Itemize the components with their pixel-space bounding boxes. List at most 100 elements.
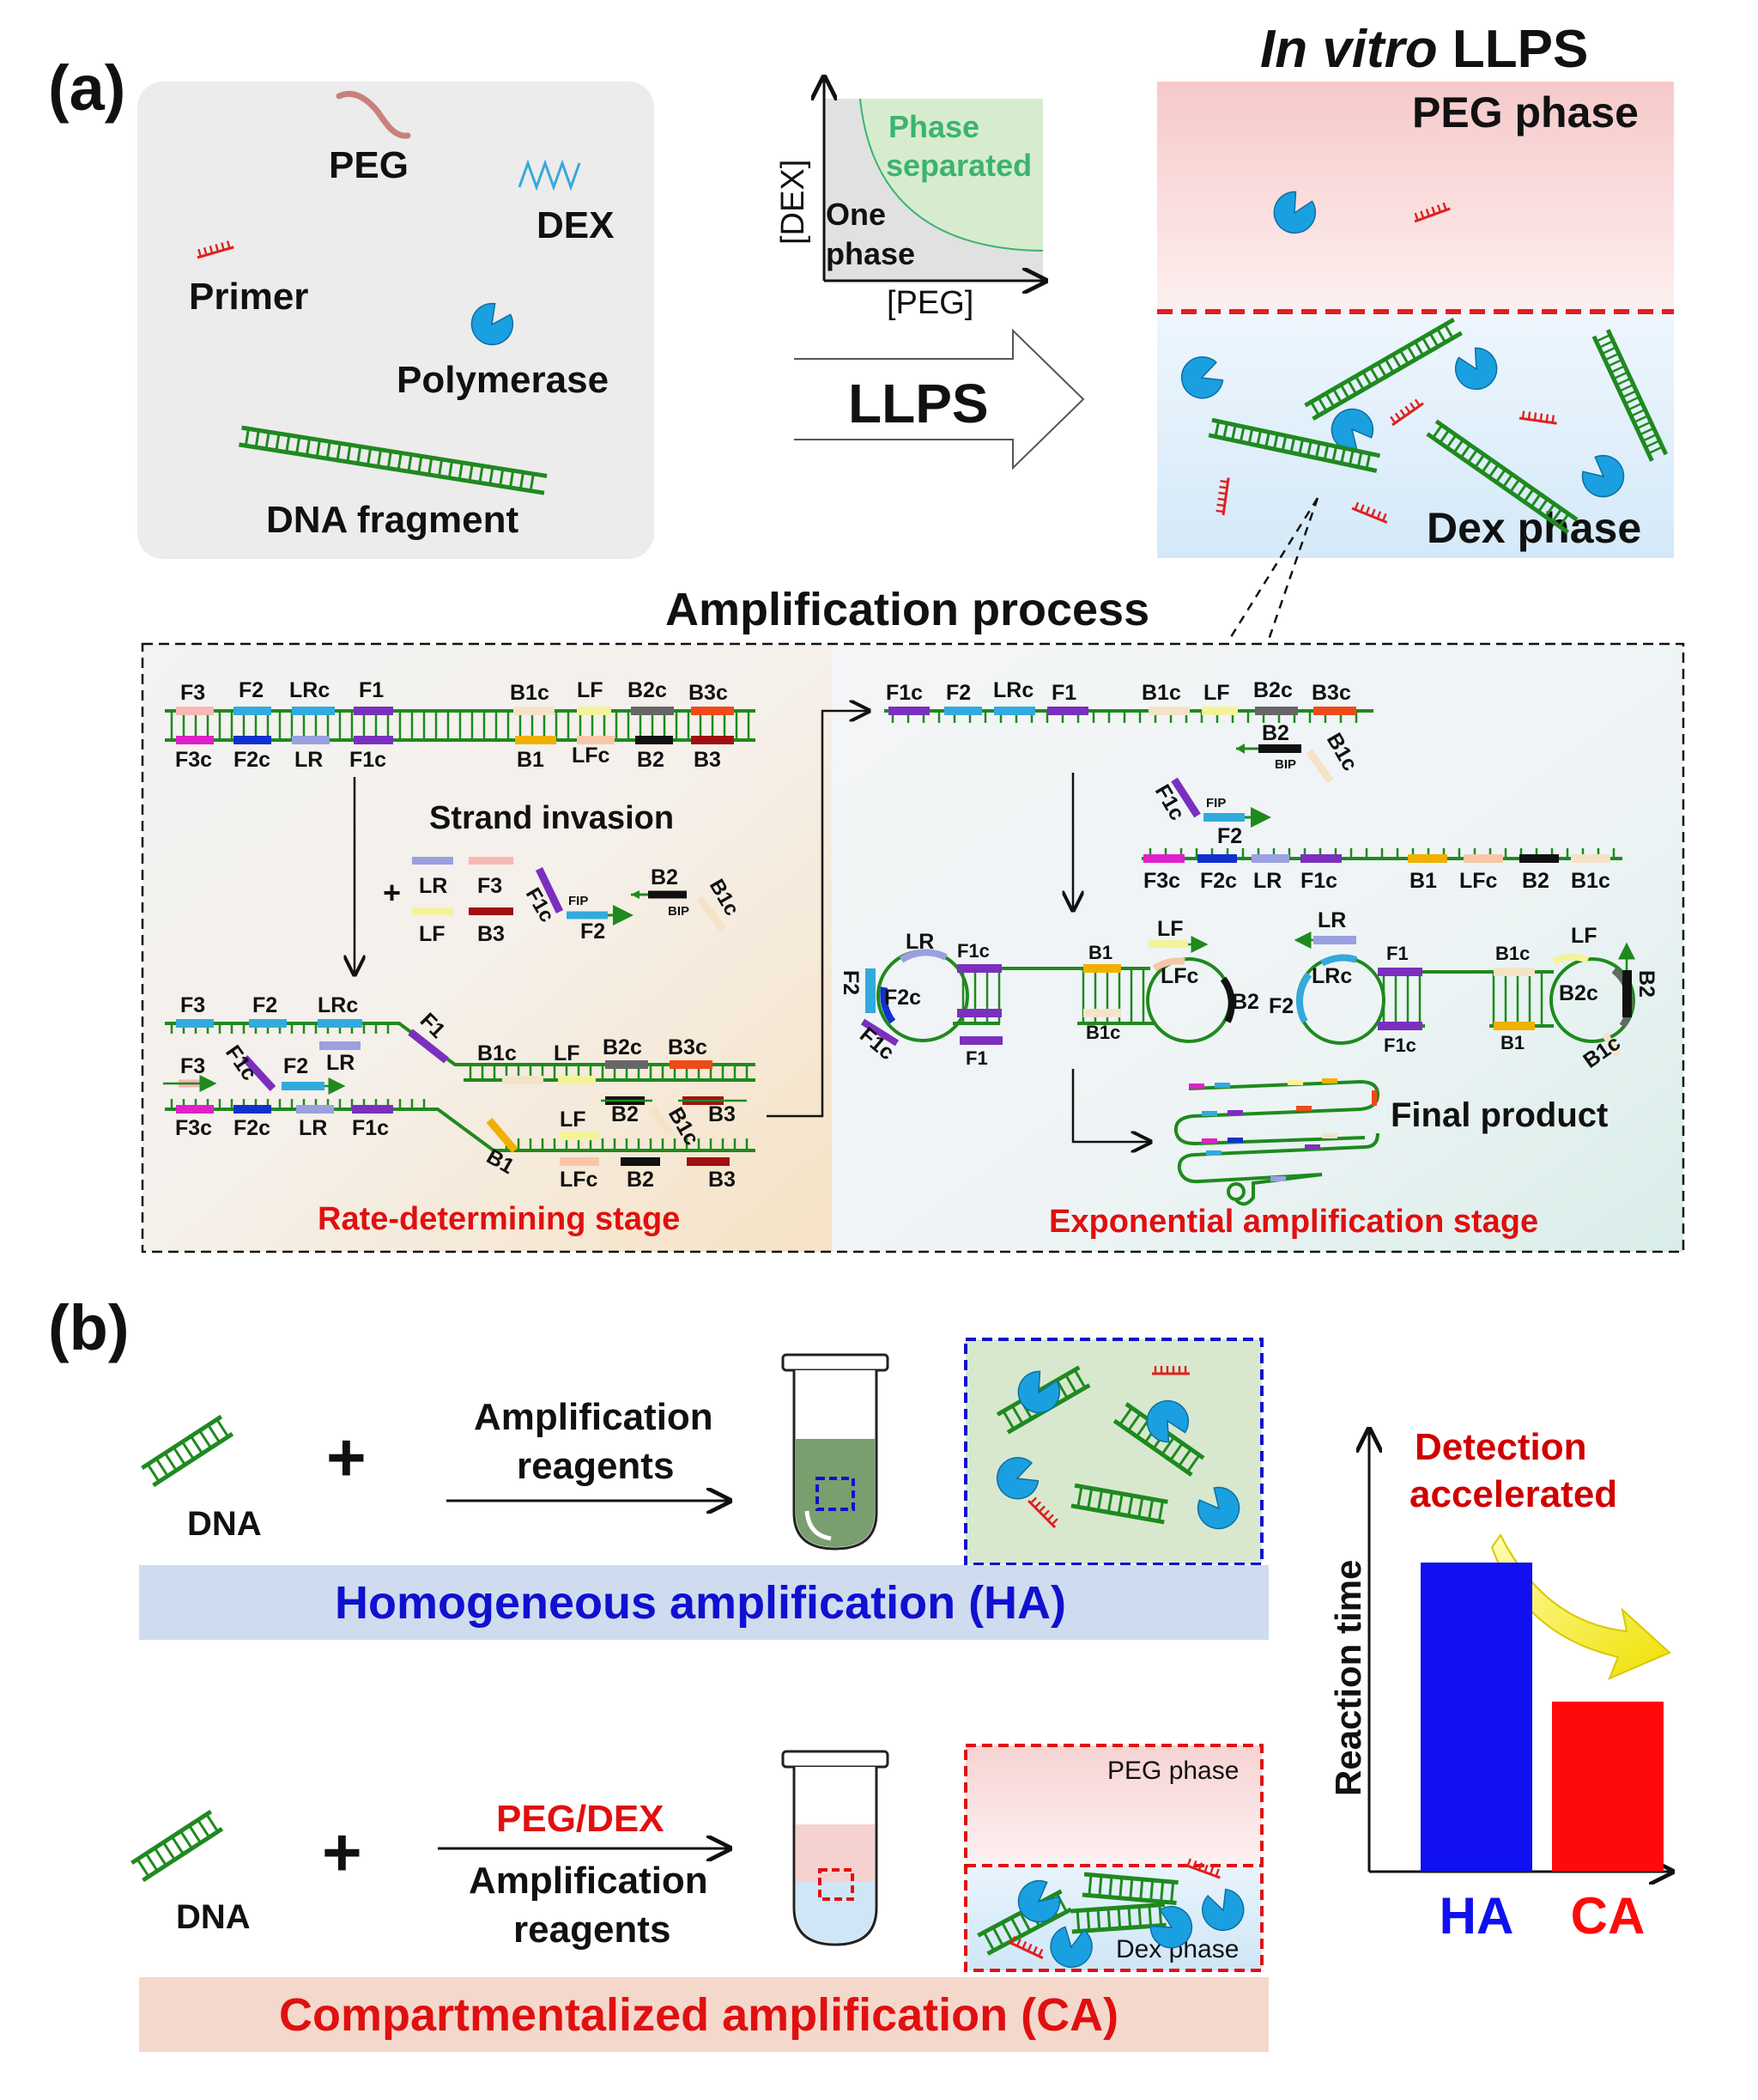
seg-label: LF	[1571, 924, 1597, 948]
ca-peg-region	[966, 1745, 1262, 1866]
seg-label: LR	[419, 874, 447, 898]
ca-amp-line1: Amplification	[469, 1860, 708, 1902]
f3-primer	[469, 857, 513, 865]
ca-pegdex-label: PEG/DEX	[496, 1798, 664, 1840]
seg-label: B1c	[1086, 1022, 1120, 1043]
seg-label: F3c	[175, 748, 212, 772]
dna-icon	[142, 1417, 232, 1485]
invaded-duplex	[163, 1019, 755, 1166]
seg-label: LR	[1253, 869, 1282, 893]
seg-label: F1	[966, 1047, 988, 1069]
seg-label: F1c	[1300, 869, 1337, 893]
amplification-title: Amplification process	[665, 584, 1149, 635]
seg-label: B1c	[1142, 681, 1181, 705]
dex-phase-label: Dex phase	[1427, 504, 1641, 552]
seg-label: B2c	[627, 678, 667, 702]
seg-label: B3c	[668, 1035, 707, 1059]
ca-tube	[781, 1750, 889, 1946]
seg-label: B3c	[688, 681, 728, 705]
ha-tube	[781, 1353, 889, 1551]
primer-label: Primer	[189, 276, 308, 318]
binodal-curve	[859, 98, 1044, 252]
ca-dna-label: DNA	[176, 1898, 251, 1936]
seg-label: F1	[1052, 681, 1076, 705]
seg-label: B2	[611, 1102, 639, 1126]
peg-phase-label: PEG phase	[1412, 88, 1639, 137]
seg-label: LF	[1203, 681, 1230, 705]
rate-stage-label: Rate-determining stage	[318, 1201, 680, 1237]
seg-label: F2c	[1200, 869, 1237, 893]
seg-label: B1c	[1495, 943, 1530, 964]
in-vitro-rest: LLPS	[1438, 20, 1589, 79]
seg-label: LRc	[289, 678, 330, 702]
tick-label-ca: CA	[1571, 1887, 1646, 1945]
lf-primer	[412, 907, 453, 915]
dna-icon	[131, 1812, 221, 1880]
one-phase-label-2: phase	[826, 236, 915, 271]
strand-invasion-label: Strand invasion	[429, 800, 674, 836]
seg-label: F1c	[1384, 1035, 1416, 1056]
seg-label: F1c	[349, 748, 386, 772]
ha-zoom-box	[964, 1338, 1264, 1566]
panel-b-label: (b)	[48, 1292, 130, 1363]
seg-label: LRc	[993, 678, 1034, 702]
seg-label: F3c	[175, 1116, 212, 1140]
ha-amp-line1: Amplification	[474, 1396, 713, 1438]
seg-label: F2	[580, 920, 605, 944]
fip-primer: F1c FIP F2	[521, 867, 633, 944]
chart-y-label: Reaction time	[1328, 1560, 1368, 1796]
seg-label: FIP	[568, 894, 588, 908]
seg-label: B2	[651, 865, 678, 889]
phase-separated-label-2: separated	[886, 148, 1032, 183]
seg-label: LFc	[1459, 869, 1498, 893]
seg-label: F2	[1269, 994, 1294, 1018]
dumbbell-right	[1294, 932, 1635, 1059]
seg-label: F2c	[233, 1116, 270, 1140]
stage-connector-arrow	[767, 711, 869, 1118]
peg-phase-region	[1157, 82, 1674, 312]
seg-label: LF	[1157, 917, 1184, 941]
fip-strand	[1142, 777, 1622, 863]
ca-amp-line2: reagents	[513, 1909, 670, 1951]
seg-label: F2	[252, 993, 277, 1017]
llps-arrow	[794, 328, 1085, 470]
ca-banner-label: Compartmentalized amplification (CA)	[279, 1989, 1118, 2041]
llps-label: LLPS	[848, 373, 989, 434]
seg-label: F2	[283, 1054, 308, 1078]
seg-label: F2	[239, 678, 264, 702]
amplification-frame	[141, 642, 1685, 1253]
seg-label: F1c	[886, 681, 923, 705]
ca-plus: +	[322, 1814, 362, 1891]
seg-label: B1	[517, 748, 544, 772]
seg-label: B1c	[510, 681, 549, 705]
seg-label: LRc	[318, 993, 358, 1017]
seg-label: BIP	[668, 904, 689, 919]
seg-label: B2	[1232, 990, 1259, 1014]
step-arrow	[1071, 1069, 1150, 1142]
seg-label: LFc	[1161, 964, 1199, 988]
seg-label: LF	[577, 678, 603, 702]
phase-x-label: [PEG]	[887, 285, 973, 321]
seg-label: LF	[560, 1108, 586, 1132]
seg-label: F3	[477, 874, 502, 898]
ha-dna-label: DNA	[187, 1505, 262, 1543]
seg-label: B1c	[477, 1041, 517, 1065]
seg-label: F3	[180, 681, 205, 705]
ha-banner-label: Homogeneous amplification (HA)	[335, 1577, 1066, 1629]
dna-fragment-label: DNA fragment	[266, 499, 519, 541]
seg-label: LRc	[1312, 964, 1352, 988]
seg-label: B1	[1088, 942, 1112, 963]
seg-label: F1c	[352, 1116, 389, 1140]
seg-label: B1c	[1571, 869, 1610, 893]
ha-plus: +	[326, 1419, 367, 1496]
seg-label: B2	[1522, 869, 1549, 893]
seg-label: B2c	[603, 1035, 642, 1059]
ca-banner	[139, 1977, 1269, 2052]
seg-label: B3	[694, 748, 721, 772]
seg-label: LFc	[572, 743, 610, 768]
seg-label: B2c	[1559, 981, 1598, 1005]
ca-zoom-box	[964, 1744, 1264, 1972]
